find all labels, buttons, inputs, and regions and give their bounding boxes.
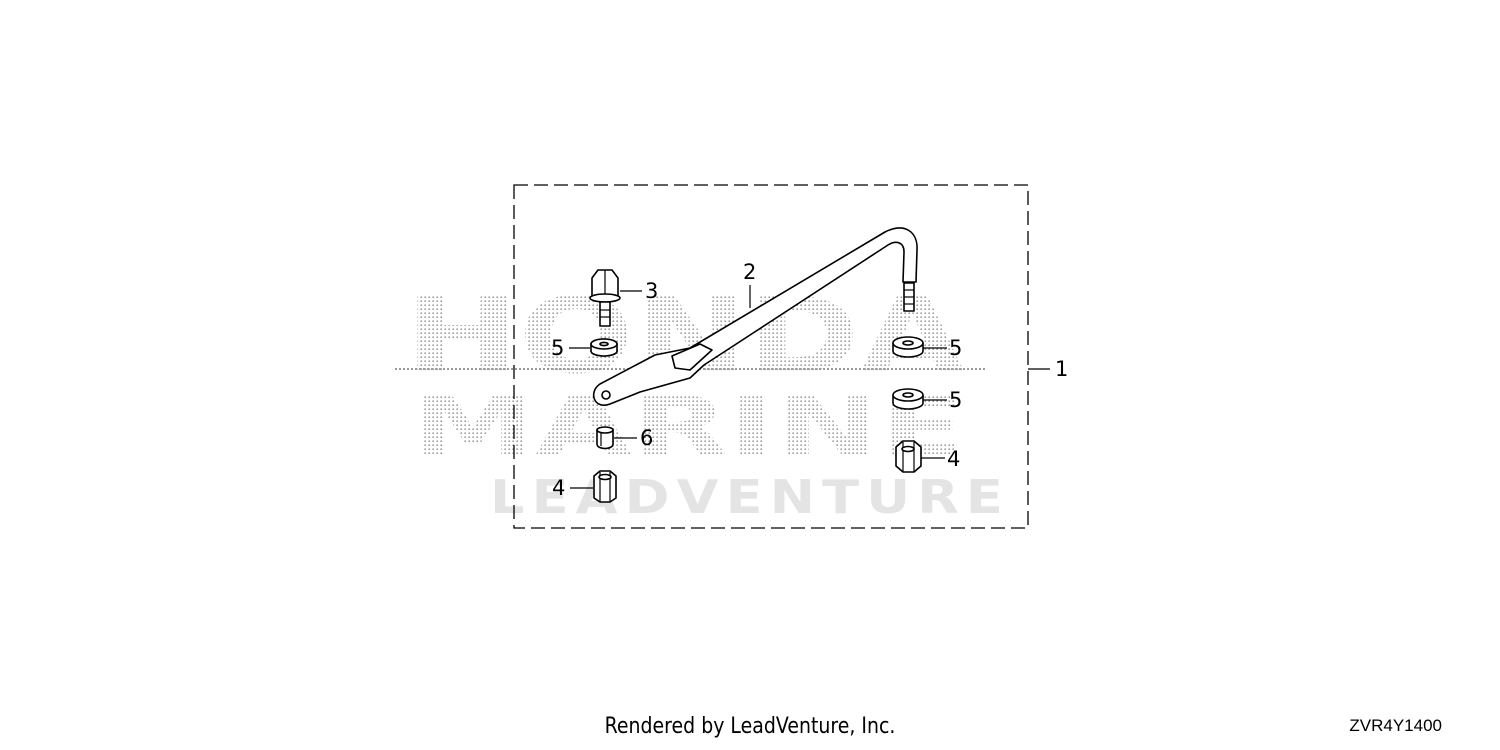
watermark-marine: MARINE	[411, 380, 966, 475]
nut-right	[895, 440, 922, 473]
washer-left	[590, 338, 618, 357]
washer-right-top	[892, 336, 924, 358]
callout-5-right-top: 5	[949, 336, 962, 360]
callout-2: 2	[743, 260, 756, 284]
callout-4-left: 4	[552, 476, 565, 500]
callout-5-left: 5	[551, 336, 564, 360]
footer-credit: Rendered by LeadVenture, Inc.	[604, 714, 896, 739]
callout-5-right-mid: 5	[949, 388, 962, 412]
collar	[596, 426, 614, 450]
nut-left	[593, 470, 617, 503]
washer-right-mid	[892, 388, 924, 410]
diagram-code: ZVR4Y1400	[1349, 716, 1442, 735]
callout-6: 6	[640, 426, 653, 450]
watermark: HONDA MARINE LEADVENTURE	[395, 275, 1010, 524]
steering-link-rod	[592, 227, 918, 406]
watermark-leadventure: LEADVENTURE	[490, 470, 1010, 524]
bolt	[589, 269, 621, 327]
callout-1: 1	[1055, 357, 1068, 381]
callout-3: 3	[645, 279, 658, 303]
kit-boundary	[513, 184, 1029, 529]
callout-4-right: 4	[947, 447, 960, 471]
